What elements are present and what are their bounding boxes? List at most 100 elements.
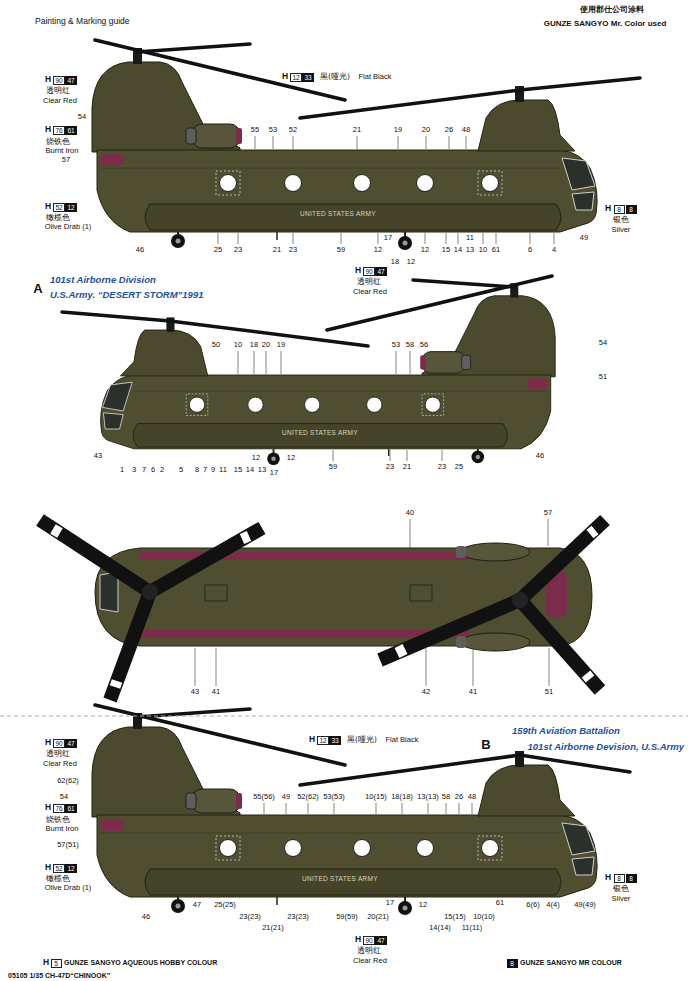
callout-number: 56 <box>419 341 429 349</box>
side-view-a <box>92 48 597 250</box>
callout-number: 7 <box>202 466 208 474</box>
callout-number: 59 <box>336 246 346 254</box>
callout-number: 13(13) <box>416 793 440 801</box>
bottom-view <box>40 520 605 700</box>
callout-number: 11(11) <box>461 924 484 932</box>
callout-number: 50 <box>211 341 221 349</box>
callout-number: 58 <box>405 341 415 349</box>
color-name: Clear Red <box>353 957 387 965</box>
callout-number: 49 <box>281 793 291 801</box>
callout-number: 7 <box>141 466 147 474</box>
callout-number: 58 <box>441 793 451 801</box>
callout-number: 12 <box>418 901 428 909</box>
paint-brand-code: H <box>605 204 611 213</box>
callout-number: 15 <box>233 466 243 474</box>
color-name: Clear Red <box>43 760 77 768</box>
callout-number: 8 <box>194 466 200 474</box>
callout-number: 1 <box>119 466 125 474</box>
callout-number: 23 <box>233 246 243 254</box>
color-name: 橄榄色 <box>46 214 70 222</box>
color-code: 12 <box>65 864 76 873</box>
callout-number: 17 <box>269 469 279 477</box>
color-code: 47 <box>375 936 386 945</box>
callout-number: 18(18) <box>390 793 414 801</box>
callout-number: 51 <box>598 373 608 381</box>
callout-number: 21(21) <box>261 924 285 932</box>
paint-brand-code: H <box>45 863 51 872</box>
color-name: Silver <box>612 226 631 234</box>
callout-number: 53 <box>268 126 278 134</box>
color-code: 76 <box>53 804 64 813</box>
callout-number: 57 <box>61 156 71 164</box>
callout-number: 25 <box>454 463 464 471</box>
callout-number: 62(62) <box>56 777 80 785</box>
leader-lines <box>195 136 554 814</box>
callout-number: 61 <box>491 246 501 254</box>
color-code: 8 <box>614 874 625 883</box>
color-name: 橄榄色 <box>46 875 70 883</box>
callout-number: 4(4) <box>545 901 560 909</box>
color-name: Burnt Iron <box>46 825 79 833</box>
callout-number: 6 <box>527 246 533 254</box>
paint-brand-code: H <box>605 873 611 882</box>
callout-number: 20(21) <box>366 913 390 921</box>
color-name: Olive Drab (1) <box>45 884 92 892</box>
header-note: GUNZE SANGYO Mr. Color used <box>544 20 667 29</box>
color-code: 33 <box>302 73 313 82</box>
callout-number: 25(25) <box>213 901 237 909</box>
callout-number: 41 <box>211 688 221 696</box>
callout-number: 52(62) <box>296 793 320 801</box>
callout-number: 47 <box>192 901 202 909</box>
callout-number: 21 <box>402 463 412 471</box>
callout-number: 57 <box>543 509 553 517</box>
color-code: 8 <box>626 205 637 214</box>
paint-brand-code: H <box>45 75 51 84</box>
color-code: 8 <box>614 205 625 214</box>
callout-number: 49(49) <box>573 901 597 909</box>
callout-number: 3 <box>131 466 137 474</box>
color-name: 银色 <box>613 885 629 893</box>
separator <box>0 716 688 717</box>
color-name: 黑(哑光) <box>347 736 377 744</box>
callout-number: 6(6) <box>525 901 540 909</box>
callout-number: 46 <box>135 246 145 254</box>
color-name: 透明红 <box>357 947 381 955</box>
side-view-b <box>92 713 597 915</box>
color-name: 烧铁色 <box>46 138 70 146</box>
color-name: 烧铁色 <box>46 816 70 824</box>
callout-number: 23 <box>288 246 298 254</box>
callout-number: 26 <box>454 793 464 801</box>
callout-number: 23 <box>385 463 395 471</box>
scheme-letter: B <box>481 738 490 752</box>
callout-number: 46 <box>535 452 545 460</box>
callout-number: 48 <box>467 793 477 801</box>
color-code: 47 <box>65 76 76 85</box>
callout-number: 18 <box>390 258 400 266</box>
callout-number: 18 <box>249 341 259 349</box>
callout-number: 4 <box>551 246 557 254</box>
callout-number: 51 <box>544 688 554 696</box>
legend-text: GUNZE SANGYO MR COLOUR <box>520 959 622 967</box>
callout-number: 14(14) <box>428 924 452 932</box>
color-code: 61 <box>65 126 76 135</box>
callout-number: 15(15) <box>443 913 467 921</box>
color-name: 透明红 <box>46 87 70 95</box>
color-code: 52 <box>53 864 64 873</box>
callout-number: 43 <box>93 452 103 460</box>
color-code: 76 <box>53 126 64 135</box>
callout-number: 55(56) <box>252 793 276 801</box>
callout-number: 17 <box>385 899 395 907</box>
color-name: 银色 <box>613 216 629 224</box>
callout-number: 26 <box>444 126 454 134</box>
color-name: Olive Drab (1) <box>45 223 92 231</box>
callout-number: 12 <box>286 454 296 462</box>
callout-number: 54 <box>77 113 87 121</box>
callout-number: 53(53) <box>322 793 346 801</box>
callout-number: 19 <box>393 126 403 134</box>
callout-number: 54 <box>598 339 608 347</box>
color-name: Clear Red <box>353 288 387 296</box>
callout-number: 23(23) <box>238 913 262 921</box>
callout-number: 20 <box>261 341 271 349</box>
